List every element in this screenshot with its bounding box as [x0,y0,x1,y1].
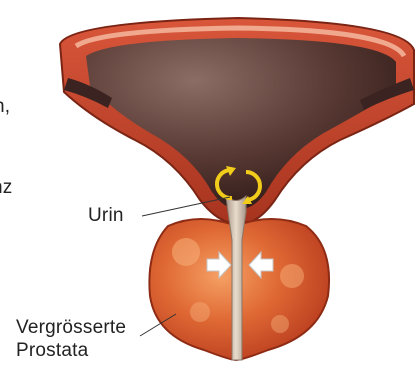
prostate-highlight [190,302,210,322]
urine-label: Urin [88,205,124,227]
prostate-highlight [280,264,304,288]
prostate-label: Vergrösserte Prostata [16,316,126,362]
prostate-label-line-2: Prostata [16,339,126,362]
prostate-label-line-1: Vergrösserte [16,316,126,339]
prostate-highlight [271,315,289,333]
cropped-text-fragment: n, [0,96,10,118]
cropped-text-fragment: nz [0,177,12,199]
prostate-highlight [172,238,200,266]
